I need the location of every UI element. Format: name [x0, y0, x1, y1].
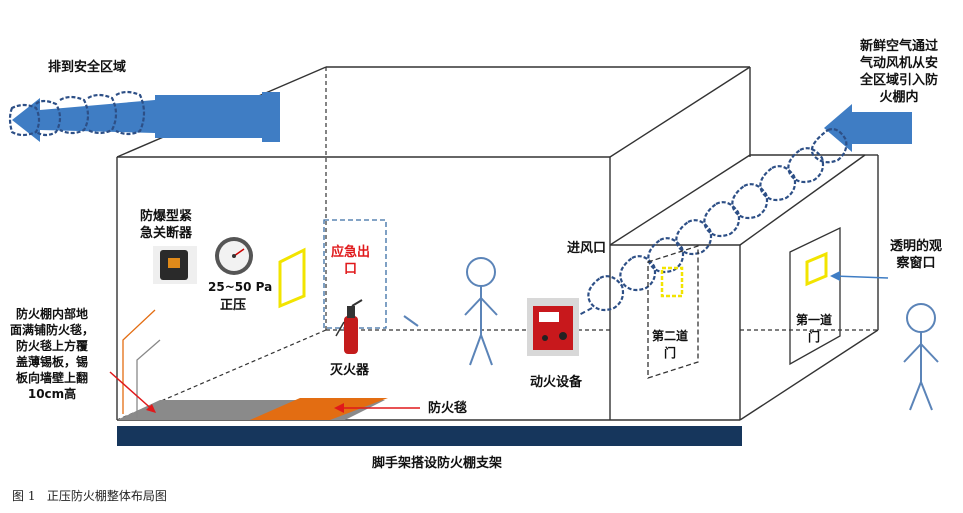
label-hot-work-equipment: 动火设备 [530, 375, 583, 390]
worker-figure-outside [903, 303, 939, 411]
label-air-inlet: 进风口 [567, 241, 607, 256]
worker-figure-inside [403, 257, 498, 366]
first-door [789, 226, 841, 366]
label-window: 透明的观 察窗口 [890, 239, 943, 271]
first-door-window [805, 251, 828, 287]
fresh-air-arrow [565, 104, 912, 323]
second-door-window [660, 266, 684, 298]
shutdown-device-icon [153, 246, 197, 284]
label-extinguisher: 灭火器 [330, 363, 370, 378]
floor-note-pointer [109, 371, 156, 413]
label-second-door: 第二道 门 [652, 329, 689, 360]
label-floor-note: 防火棚内部地 面满铺防火毯， 防火毯上方覆 盖薄锡板，锡 板向墙壁上翻 10cm… [10, 307, 95, 401]
second-door [647, 245, 699, 379]
label-fire-blanket: 防火毯 [428, 401, 468, 416]
exhaust-arrow [8, 90, 280, 142]
label-fresh-air: 新鲜空气通过 气动风机从安 全区域引入防 火棚内 [860, 39, 939, 105]
blanket-pointer-head [334, 403, 344, 413]
label-emergency-exit: 应急出 口 [331, 245, 371, 277]
label-first-door: 第一道 门 [796, 313, 833, 344]
window-pointer [833, 275, 889, 279]
label-scaffold: 脚手架搭设防火棚支架 [372, 456, 503, 471]
label-pressure: 正压 [220, 298, 247, 313]
floor-note-pointer-head [146, 404, 156, 413]
label-shutdown: 防爆型紧 急关断器 [140, 209, 193, 241]
tin-upturn-orange [122, 309, 156, 414]
observation-window-main [278, 247, 306, 309]
window-pointer-head [830, 271, 840, 281]
label-exhaust: 排到安全区域 [48, 60, 127, 75]
airlock-annex [609, 154, 879, 421]
scaffold-bar [117, 426, 742, 446]
label-pressure-value: 25~50 Pa [208, 280, 273, 294]
pressure-gauge-icon [215, 237, 253, 275]
welding-machine-icon [527, 298, 579, 356]
figure-caption: 图 1 正压防火棚整体布局图 [12, 489, 167, 503]
fire-blanket-floor [250, 398, 388, 420]
fire-extinguisher-icon [335, 299, 363, 354]
tin-upturn-gray [136, 339, 161, 418]
